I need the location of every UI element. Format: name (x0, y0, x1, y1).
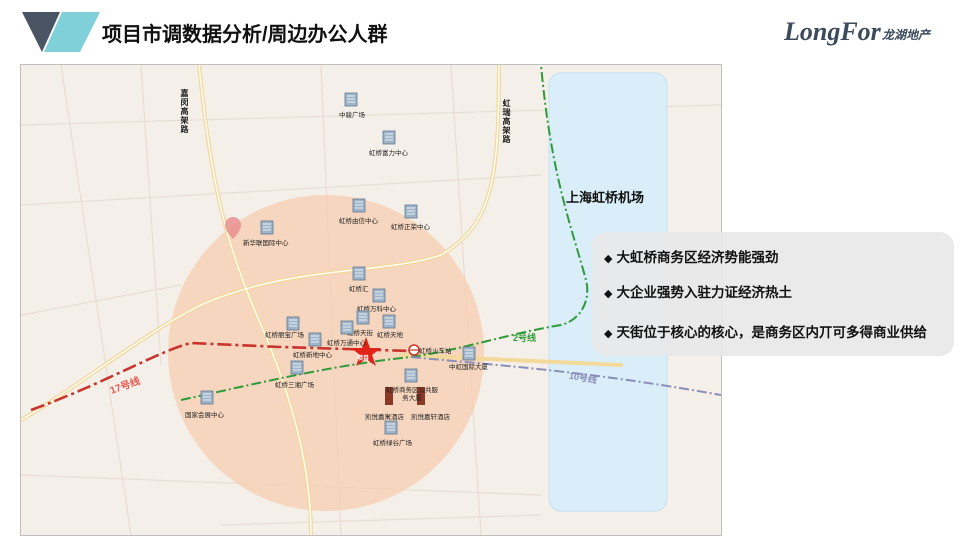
road-label-jiamin: 嘉闵高架路 (180, 89, 189, 134)
longfor-logo: LongFor 龙湖地产 (784, 17, 932, 46)
header-chevron-decoration (22, 12, 100, 52)
hotel-pin-icons (385, 387, 425, 405)
building-label: 虹桥天地 (377, 332, 403, 339)
building-label: 中骏广场 (339, 112, 365, 119)
building-label: 虹桥万科中心 (357, 306, 396, 313)
svg-text:LongFor: LongFor (784, 17, 882, 46)
building-label: 虹桥万通中心 (327, 340, 366, 347)
hotel-label: 凯悦嘉寓酒店 (365, 414, 404, 421)
project-star-marker (351, 337, 381, 366)
info-panel: ◆大虹桥商务区经济势能强劲 ◆大企业强势入驻力证经济热土 ◆天街位于核心的核心，… (592, 232, 954, 356)
building-icon (356, 310, 370, 325)
building-icon (384, 420, 398, 435)
map-canvas (21, 65, 721, 535)
metro-line-10 (410, 356, 721, 396)
info-bullet-text: 大虹桥商务区经济势能强劲 (616, 250, 779, 265)
info-bullet-text: 大企业强势入驻力证经济热土 (616, 285, 792, 300)
building-label: 虹桥丽宝广场 (265, 332, 304, 339)
building-label: 虹桥富力中心 (369, 150, 408, 157)
metro-line-17 (30, 341, 412, 412)
diamond-icon: ◆ (604, 253, 613, 265)
building-icon (382, 314, 396, 329)
airport-label: 上海虹桥机场 (566, 190, 645, 205)
road-label-hongrui: 虹瑞高架路 (502, 99, 511, 144)
building-label: 虹桥商务区公共服务大厦 (386, 387, 438, 402)
core-radius-circle (168, 195, 484, 511)
station-label: 虹桥火车站 (419, 348, 452, 355)
building-label: 虹桥由信中心 (339, 218, 378, 225)
building-icon (340, 320, 354, 335)
building-label: 中虹国际大厦 (449, 364, 488, 371)
page-title-main: 项目市调数据分析 (102, 24, 262, 46)
metro-label-2: 2号线 (513, 333, 537, 343)
building-icon (290, 360, 304, 375)
building-icon (352, 266, 366, 281)
building-icon (404, 204, 418, 219)
info-bullet: ◆天街位于核心的核心，是商务区内丌可多得商业供给 (604, 324, 942, 343)
hotel-label: 凯悦嘉轩酒店 (411, 414, 450, 421)
building-icon (260, 220, 274, 235)
diamond-icon: ◆ (604, 328, 613, 340)
building-icon (372, 288, 386, 303)
map-frame: 嘉闵高架路 虹瑞高架路 2号线 17号线 10号线 上海虹桥机场 中骏广场 虹桥… (20, 64, 722, 536)
info-bullet: ◆大虹桥商务区经济势能强劲 (604, 249, 942, 268)
diamond-icon: ◆ (604, 288, 613, 300)
building-icon (200, 390, 214, 405)
svg-text:龙湖地产: 龙湖地产 (881, 28, 932, 42)
building-icon (352, 198, 366, 213)
poi-pin-icon (225, 217, 241, 239)
building-icon (462, 346, 476, 361)
page-title: 项目市调数据分析/周边办公人群 (102, 18, 388, 47)
metro-line-2 (180, 65, 589, 401)
page-title-sub: /周边办公人群 (262, 24, 388, 46)
info-bullet: ◆大企业强势入驻力证经济热土 (604, 284, 942, 303)
building-label: 虹桥绿谷广场 (373, 440, 412, 447)
project-marker-label: 项目 (357, 356, 370, 362)
building-label: 虹桥天街 (347, 330, 373, 337)
building-label: 虹桥正荣中心 (391, 224, 430, 231)
building-label: 国家会展中心 (185, 412, 224, 419)
building-icon (404, 368, 418, 383)
building-label: 虹桥汇 (349, 286, 369, 293)
building-label: 虹桥新地中心 (293, 352, 332, 359)
info-bullet-text: 天街位于核心的核心，是商务区内丌可多得商业供给 (616, 325, 927, 340)
building-label: 新华联国际中心 (243, 240, 289, 247)
building-icon (382, 130, 396, 145)
building-icon (308, 332, 322, 347)
building-icon (286, 316, 300, 331)
railway-station-icon (408, 344, 420, 356)
building-label: 虹桥三湘广场 (275, 382, 314, 389)
building-icon (344, 92, 358, 107)
